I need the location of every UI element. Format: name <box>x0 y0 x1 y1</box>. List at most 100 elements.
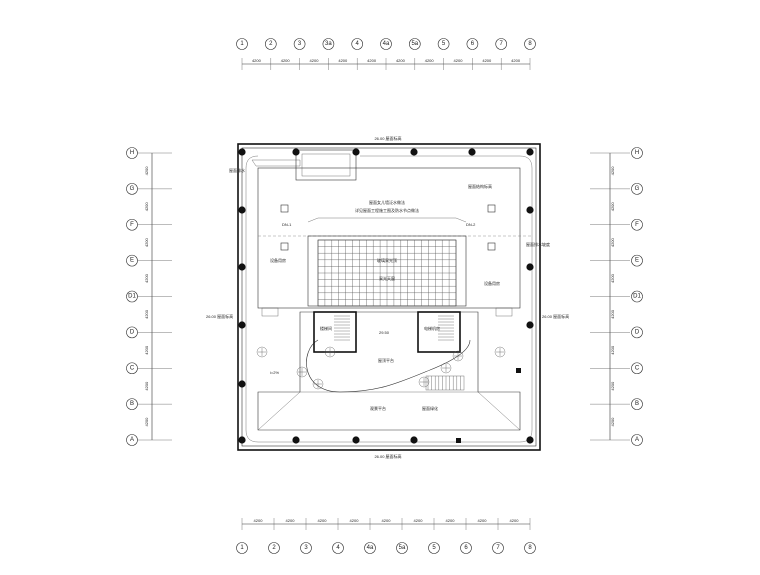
roof-left-label: 屋面排水 <box>229 167 245 173</box>
right-axis-label: A <box>635 437 639 443</box>
left-axis-label: D1 <box>128 294 136 300</box>
top-axis-label: 2 <box>269 41 273 47</box>
terrace-label: 屋顶平台 <box>378 357 394 363</box>
top-axis-label: 7 <box>500 41 504 47</box>
top-axis-bubble <box>351 38 364 50</box>
left-axis-dim: 4200 <box>144 273 149 283</box>
bottom-axis-bubble <box>300 542 312 554</box>
column-marker <box>352 436 360 444</box>
column-marker <box>238 148 246 156</box>
planting-trees <box>256 346 506 390</box>
bottom-axis-bubble <box>524 542 536 554</box>
left-axis-bubble <box>126 147 138 159</box>
bottom-axis-bubble <box>492 542 504 554</box>
bottom-axis-label: 4a <box>367 545 374 551</box>
right-axis-bubble <box>631 362 643 375</box>
glass-roof-label: 玻璃采光顶 <box>377 257 397 263</box>
bottom-axis-label: 7 <box>496 545 500 551</box>
bottom-axis-bubble <box>396 542 408 554</box>
top-axis-bubble <box>322 38 335 50</box>
bottom-axis-bubble <box>268 542 280 554</box>
top-axis-dim: 4200 <box>281 58 291 63</box>
drain-label-2: DN-2 <box>466 222 476 227</box>
bottom-axis-label: 2 <box>272 545 276 551</box>
skylight-label: 采光天窗 <box>379 275 395 281</box>
left-axis-label: G <box>130 186 135 192</box>
bottom-axis-bubble <box>460 542 472 554</box>
tree-symbol <box>418 376 430 388</box>
right-axis-dim: 4200 <box>610 166 615 176</box>
right-axis-bubble <box>631 147 643 159</box>
room-left-label: 设备用房 <box>270 257 286 263</box>
top-axis-dim: 4200 <box>425 58 435 63</box>
left-axis-label: A <box>130 437 134 443</box>
deck-label-1: 观景平台 <box>370 405 386 411</box>
column-marker <box>410 436 418 444</box>
top-axis-bubble <box>236 38 248 50</box>
bottom-axis-label: 8 <box>528 545 532 551</box>
column-marker <box>526 148 534 156</box>
top-axis-bubble <box>437 38 450 50</box>
right-axis-bubble <box>631 326 643 339</box>
tree-symbol <box>440 362 452 374</box>
column-marker <box>468 148 476 156</box>
bottom-axis-label: 5a <box>399 545 406 551</box>
right-axis-label: D <box>635 329 640 335</box>
left-axis-bubble <box>126 254 138 267</box>
bottom-axis-dim: 4200 <box>286 518 296 523</box>
top-axis-label: 8 <box>528 41 532 47</box>
tree-symbol <box>324 346 336 358</box>
top-axis-bubble <box>495 38 508 50</box>
bottom-axis-dim: 4200 <box>446 518 456 523</box>
bottom-axis-dim: 4200 <box>382 518 392 523</box>
right-axis-bubble <box>631 254 643 267</box>
right-axis-label: F <box>635 222 639 228</box>
top-axis-dim: 4200 <box>511 58 521 63</box>
left-axis-bubble <box>126 218 138 231</box>
right-axis-dim: 4200 <box>610 381 615 391</box>
top-axis-bubble <box>264 38 277 50</box>
right-axis-label: G <box>635 186 640 192</box>
column-marker <box>526 206 534 214</box>
tree-symbol <box>296 366 308 378</box>
top-axis-label: 3a <box>325 41 332 47</box>
bottom-elevation: 26.00 屋面标高 <box>374 453 401 459</box>
column-marker <box>526 321 534 329</box>
bottom-axis-dim: 4200 <box>350 518 360 523</box>
right-axis-dim: 4200 <box>610 237 615 247</box>
stair-left-label: 楼梯间 <box>320 325 332 331</box>
top-axis-bubble <box>408 38 421 50</box>
tree-symbol <box>494 346 506 358</box>
right-axis-bubble <box>631 434 643 446</box>
slope-label: i=2% <box>270 370 279 375</box>
right-axis-bubble <box>631 183 643 195</box>
top-axis-bubble <box>524 38 536 50</box>
roof-right-label: 屋面结构标高 <box>468 183 492 189</box>
right-axis-label: C <box>635 365 640 371</box>
top-axis-label: 5a <box>411 41 418 47</box>
bottom-axis-label: 5 <box>432 545 436 551</box>
right-elevation: 26.00 屋面标高 <box>542 313 569 319</box>
right-axis-label: D1 <box>633 294 641 300</box>
left-axis-bubble <box>126 398 138 410</box>
left-axis-label: H <box>130 150 134 156</box>
left-axis-label: E <box>130 258 134 264</box>
bottom-axis-dim: 4200 <box>414 518 424 523</box>
column-marker <box>352 148 360 156</box>
right-axis-dim: 4200 <box>610 309 615 319</box>
bottom-axis-label: 4 <box>336 545 340 551</box>
top-axis-label: 3 <box>298 41 302 47</box>
right-axis-bubble <box>631 218 643 231</box>
column-marker <box>526 263 534 271</box>
building-outline <box>237 143 541 451</box>
left-axis-dim: 4200 <box>144 309 149 319</box>
left-axis-dim: 4200 <box>144 202 149 212</box>
top-axis-bubble <box>466 38 479 50</box>
top-axis-dim: 4200 <box>454 58 464 63</box>
left-axis-dim: 4200 <box>144 166 149 176</box>
left-axis-bubble <box>126 290 138 303</box>
left-axis-label: D <box>130 329 135 335</box>
